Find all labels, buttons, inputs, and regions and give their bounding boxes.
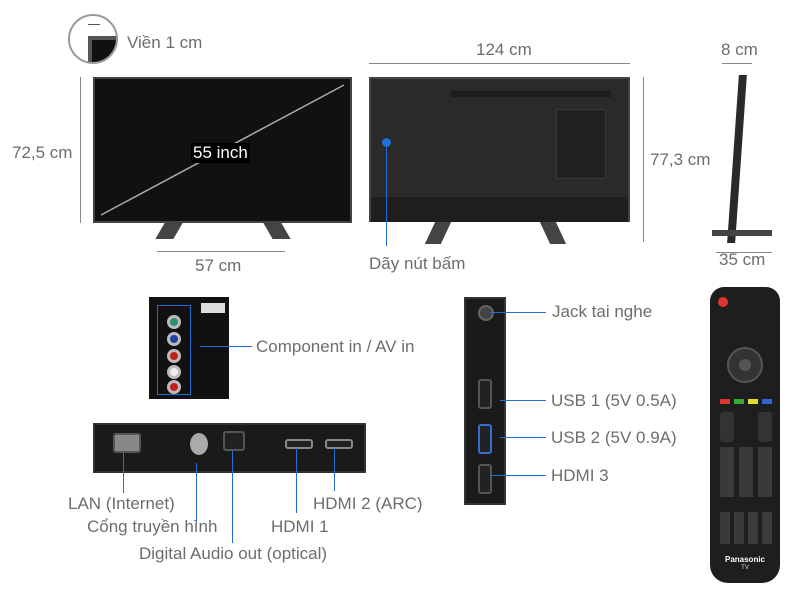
antenna-label: Cổng truyền hình bbox=[87, 517, 218, 536]
bottom-ports-photo bbox=[93, 423, 366, 473]
button-label: Dãy nút bấm bbox=[369, 254, 466, 273]
remote-brand: Panasonic bbox=[724, 555, 765, 564]
stand-depth-label: 35 cm bbox=[719, 250, 766, 269]
optical-label: Digital Audio out (optical) bbox=[139, 544, 328, 563]
button-marker bbox=[382, 138, 391, 147]
component-panel-photo bbox=[149, 297, 229, 399]
stand-width-label: 57 cm bbox=[195, 256, 242, 275]
side-ports-photo bbox=[464, 297, 506, 505]
usb1-label: USB 1 (5V 0.5A) bbox=[551, 391, 677, 410]
component-label: Component in / AV in bbox=[256, 337, 415, 356]
power-button-icon bbox=[718, 297, 728, 307]
back-stand-right bbox=[539, 222, 567, 244]
stand-right bbox=[263, 223, 291, 239]
hdmi1-label: HDMI 1 bbox=[271, 517, 329, 536]
tv-front: 55 inch bbox=[93, 77, 352, 223]
depth-label: 8 cm bbox=[721, 40, 758, 59]
remote-sub: TV bbox=[741, 565, 749, 571]
hdmi2-label: HDMI 2 (ARC) bbox=[313, 494, 423, 513]
back-height-label: 77,3 cm bbox=[650, 150, 711, 169]
tv-back bbox=[369, 77, 630, 222]
diagonal-label: 55 inch bbox=[191, 143, 250, 163]
bezel-label: Viền 1 cm bbox=[127, 33, 203, 52]
side-stand bbox=[712, 230, 772, 236]
stand-left bbox=[155, 223, 183, 239]
lan-label: LAN (Internet) bbox=[68, 494, 175, 513]
tv-side bbox=[727, 75, 747, 243]
bezel-zoom-icon bbox=[68, 14, 118, 64]
usb2-label: USB 2 (5V 0.9A) bbox=[551, 428, 677, 447]
headphone-label: Jack tai nghe bbox=[552, 302, 653, 321]
back-width-label: 124 cm bbox=[476, 40, 532, 59]
back-stand-left bbox=[424, 222, 452, 244]
remote-control: Panasonic TV bbox=[710, 287, 780, 583]
front-height-label: 72,5 cm bbox=[12, 143, 73, 162]
hdmi3-label: HDMI 3 bbox=[551, 466, 609, 485]
